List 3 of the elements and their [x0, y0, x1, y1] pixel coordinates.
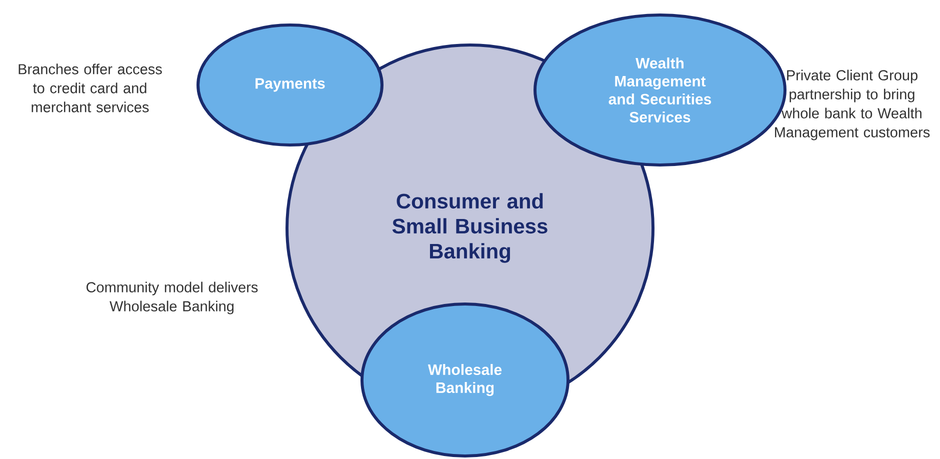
side-note: Branches offer access to credit card and merchant services — [18, 64, 162, 112]
side-note: Private Client Group partnership to bring whole bank to Wealth Management customers — [775, 70, 930, 140]
side-note: Community model delivers Wholesale Banking — [86, 282, 258, 314]
